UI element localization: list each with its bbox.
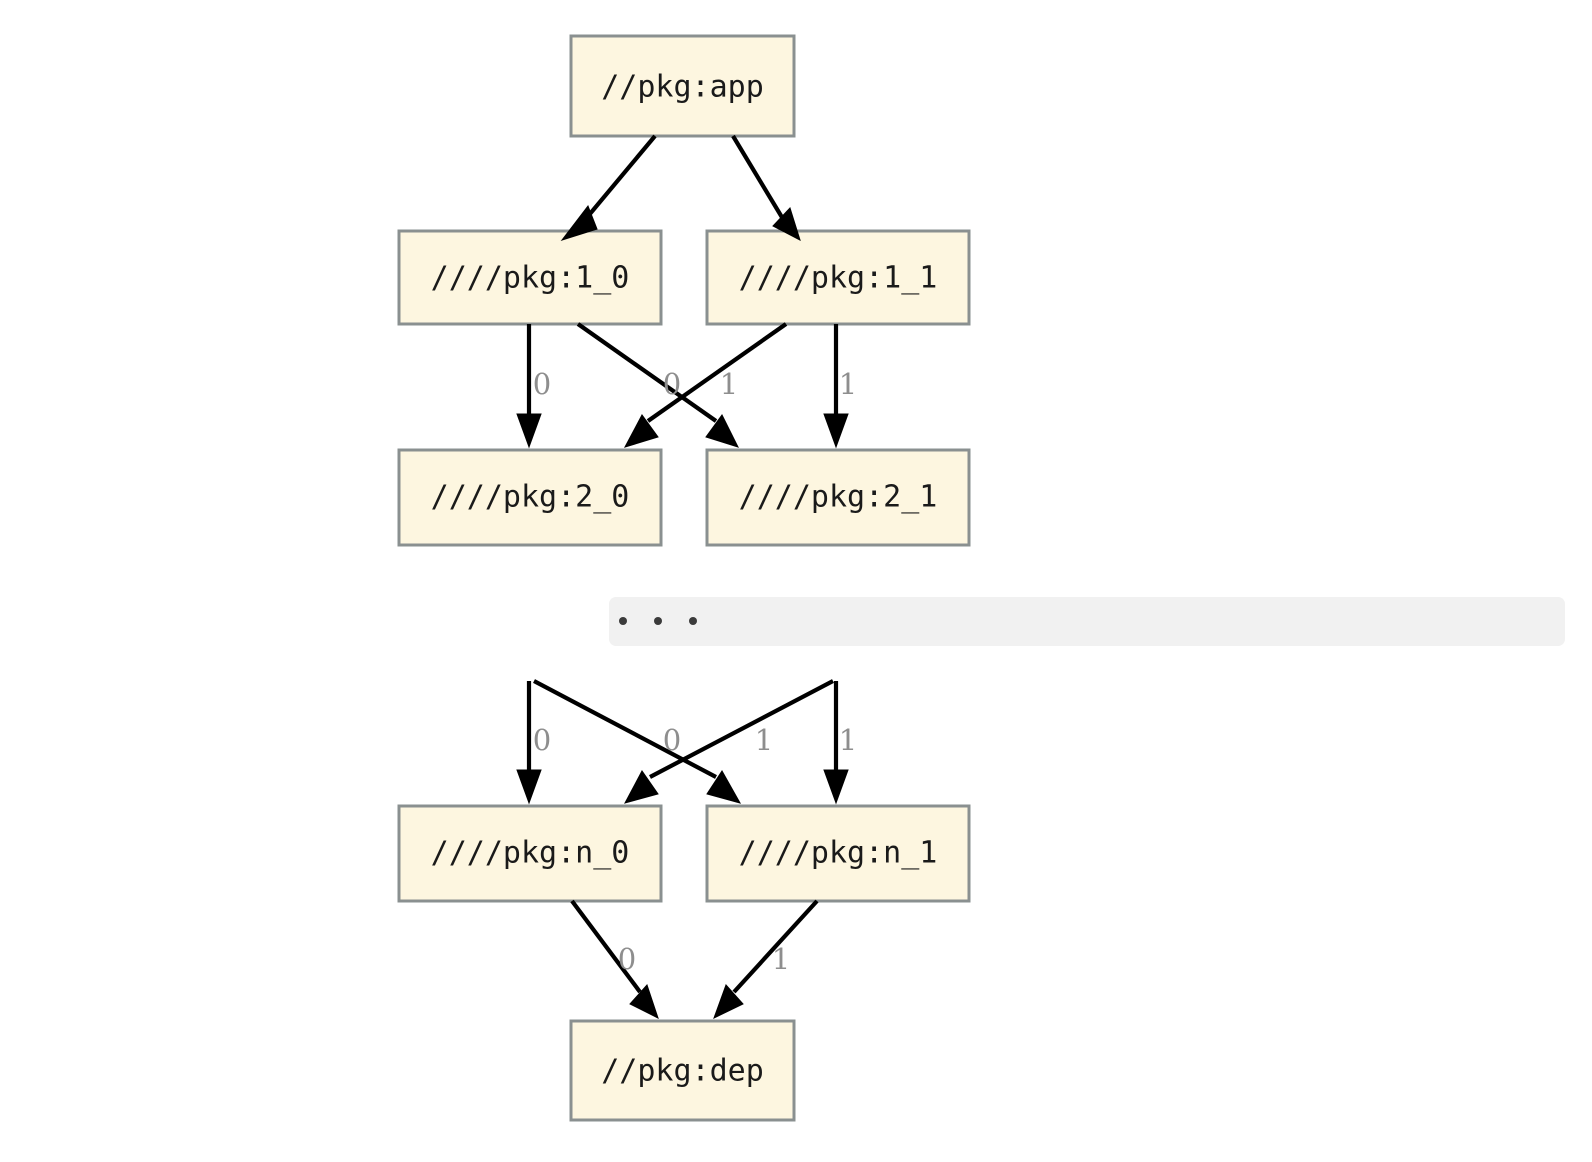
node-leveln-1[interactable]: ////pkg:n_1 — [705, 804, 971, 903]
edge-leveln-0-to-dep-line — [570, 899, 642, 994]
node-level2-1-label: ////pkg:2_1 — [739, 480, 938, 515]
edge-leveln-1-to-dep-arrowhead — [713, 984, 744, 1019]
edge-hidden-right-to-leveln-1[interactable]: 1 — [823, 681, 857, 805]
edge-hidden-right-to-leveln-0-label: 1 — [755, 723, 773, 757]
edge-leveln-0-to-dep-arrowhead — [629, 984, 659, 1019]
edge-app-to-level1-0[interactable] — [560, 134, 657, 241]
edge-leveln-0-to-dep-label: 0 — [618, 942, 636, 976]
edge-hidden-right-to-leveln-0-line — [649, 679, 834, 779]
node-level2-1-box[interactable] — [705, 448, 971, 547]
edge-hidden-left-to-leveln-0-arrowhead — [516, 769, 542, 805]
node-level2-0-box[interactable] — [397, 448, 663, 547]
edge-app-to-level1-0-line — [582, 134, 657, 223]
node-leveln-1-box[interactable] — [705, 804, 971, 903]
edge-level1-1-to-level2-1[interactable]: 1 — [823, 324, 857, 449]
edge-hidden-right-to-leveln-1-arrowhead — [823, 769, 849, 805]
node-app-label: //pkg:app — [601, 70, 764, 105]
node-level1-1-label: ////pkg:1_1 — [739, 261, 938, 296]
edge-level1-0-to-level2-1-label: 0 — [663, 367, 681, 401]
edge-app-to-level1-0-arrowhead — [560, 204, 598, 241]
edge-level1-0-to-level2-0-arrowhead — [516, 413, 542, 449]
edge-app-to-level1-1-arrowhead — [772, 207, 801, 241]
node-leveln-0-label: ////pkg:n_0 — [431, 836, 630, 871]
edge-level1-1-to-level2-1-label: 1 — [839, 367, 857, 401]
edge-hidden-right-to-leveln-1-label: 1 — [839, 723, 857, 757]
edge-leveln-1-to-dep[interactable]: 1 — [713, 899, 819, 1019]
node-dep-label: //pkg:dep — [601, 1054, 764, 1089]
edge-leveln-0-to-dep[interactable]: 0 — [570, 899, 659, 1019]
edge-level1-1-to-level2-0-line — [646, 322, 788, 423]
edge-level1-0-to-level2-1-line — [576, 322, 718, 423]
node-level2-1[interactable]: ////pkg:2_1 — [705, 448, 971, 547]
edge-level1-0-to-level2-0[interactable]: 0 — [516, 324, 551, 449]
node-leveln-0-box[interactable] — [397, 804, 663, 903]
node-level1-0[interactable]: ////pkg:1_0 — [397, 229, 663, 326]
node-leveln-0[interactable]: ////pkg:n_0 — [397, 804, 663, 903]
edge-hidden-left-to-leveln-1-label: 0 — [663, 723, 681, 757]
edge-hidden-left-to-leveln-1-line — [533, 679, 717, 779]
edge-level1-1-to-level2-0-label: 1 — [720, 367, 738, 401]
ellipsis-icon — [619, 617, 724, 625]
node-level1-0-label: ////pkg:1_0 — [431, 261, 630, 296]
node-app-box[interactable] — [569, 34, 796, 138]
node-level2-0-label: ////pkg:2_0 — [431, 480, 630, 515]
edge-level1-0-to-level2-0-label: 0 — [533, 367, 551, 401]
node-dep[interactable]: //pkg:dep — [569, 1019, 796, 1122]
node-leveln-1-label: ////pkg:n_1 — [739, 836, 938, 871]
edge-app-to-level1-1[interactable] — [731, 134, 801, 241]
edge-leveln-1-to-dep-line — [732, 899, 819, 994]
edge-hidden-left-to-leveln-1-arrowhead — [706, 770, 742, 804]
ellipsis-dot-1 — [619, 617, 627, 625]
edge-app-to-level1-1-line — [731, 134, 785, 221]
edge-hidden-left-to-leveln-0[interactable]: 0 — [516, 681, 551, 805]
edge-hidden-right-to-leveln-0-arrowhead — [624, 770, 659, 804]
edge-level1-0-to-level2-1-arrowhead — [705, 414, 739, 448]
ellipsis-dot-3 — [689, 617, 697, 625]
edge-hidden-left-to-leveln-0-label: 0 — [533, 723, 551, 757]
edge-level1-1-to-level2-1-arrowhead — [823, 413, 849, 449]
edge-level1-0-to-level2-1[interactable]: 0 — [576, 322, 739, 448]
node-dep-box[interactable] — [569, 1019, 796, 1122]
node-app[interactable]: //pkg:app — [569, 34, 796, 138]
edge-hidden-right-to-leveln-0[interactable]: 1 — [624, 679, 834, 804]
edge-level1-1-to-level2-0[interactable]: 1 — [623, 322, 788, 448]
ellipsis-dot-2 — [654, 617, 662, 625]
node-level1-1[interactable]: ////pkg:1_1 — [705, 229, 971, 326]
edge-level1-1-to-level2-0-arrowhead — [623, 414, 659, 448]
node-level1-0-box[interactable] — [397, 229, 663, 326]
edge-hidden-left-to-leveln-1[interactable]: 0 — [533, 679, 742, 804]
truncation-band — [609, 597, 1565, 646]
node-level2-0[interactable]: ////pkg:2_0 — [397, 448, 663, 547]
edge-leveln-1-to-dep-label: 1 — [772, 942, 790, 976]
